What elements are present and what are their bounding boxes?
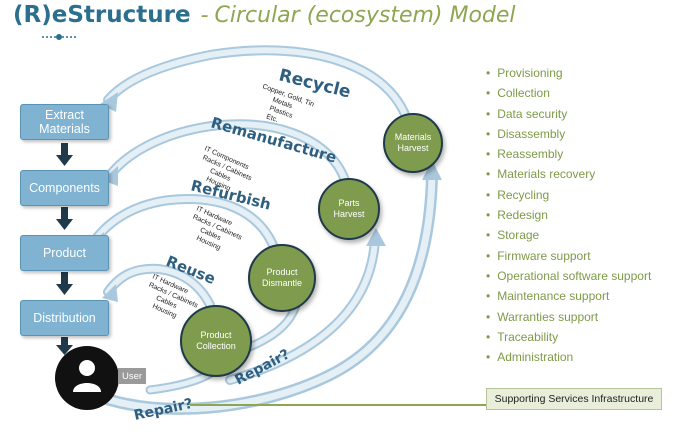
repair-label-1: Repair? <box>133 396 195 424</box>
recycle-arc <box>103 45 415 135</box>
list-item: Recycling <box>486 188 651 208</box>
reuse-arrowhead <box>102 284 118 302</box>
list-item: Storage <box>486 228 651 248</box>
list-item: Redesign <box>486 208 651 228</box>
product-box: Product <box>20 235 109 271</box>
user-label: User <box>118 368 146 384</box>
recycle-arrowhead <box>100 92 118 112</box>
title-subtitle: Circular (ecosystem) Model <box>214 3 516 28</box>
list-item: Firmware support <box>486 249 651 269</box>
list-item: Operational software support <box>486 269 651 289</box>
brand-name: (R)eStructure <box>13 2 191 28</box>
user-avatar <box>55 346 119 410</box>
distribution-box: Distribution <box>20 300 109 336</box>
to-materials-arrowhead <box>422 160 442 180</box>
svg-text:Etc.: Etc. <box>265 113 279 124</box>
list-item: Administration <box>486 350 651 370</box>
list-item: Provisioning <box>486 66 651 86</box>
services-list: Provisioning Collection Data security Di… <box>486 66 651 370</box>
remanufacture-materials: IT Components Racks / Cabinets Cables Ho… <box>201 145 253 192</box>
user-icon <box>73 360 101 392</box>
page-title: (R)eStructure-Circular (ecosystem) Model <box>13 2 516 28</box>
list-item: Disassembly <box>486 127 651 147</box>
list-item: Warranties support <box>486 310 651 330</box>
components-box: Components <box>20 170 109 206</box>
dotted-underline-icon <box>42 34 76 40</box>
list-item: Data security <box>486 107 651 127</box>
extract-materials-box: Extract Materials <box>20 104 109 140</box>
list-item: Collection <box>486 86 651 106</box>
title-dash: - <box>200 3 209 28</box>
supporting-services-bar: Supporting Services Infrastructure <box>486 388 662 410</box>
to-parts-arrowhead <box>366 228 386 246</box>
list-item: Materials recovery <box>486 167 651 187</box>
list-item: Maintenance support <box>486 289 651 309</box>
list-item: Traceability <box>486 330 651 350</box>
list-item: Reassembly <box>486 147 651 167</box>
flow-arrows <box>56 143 73 355</box>
